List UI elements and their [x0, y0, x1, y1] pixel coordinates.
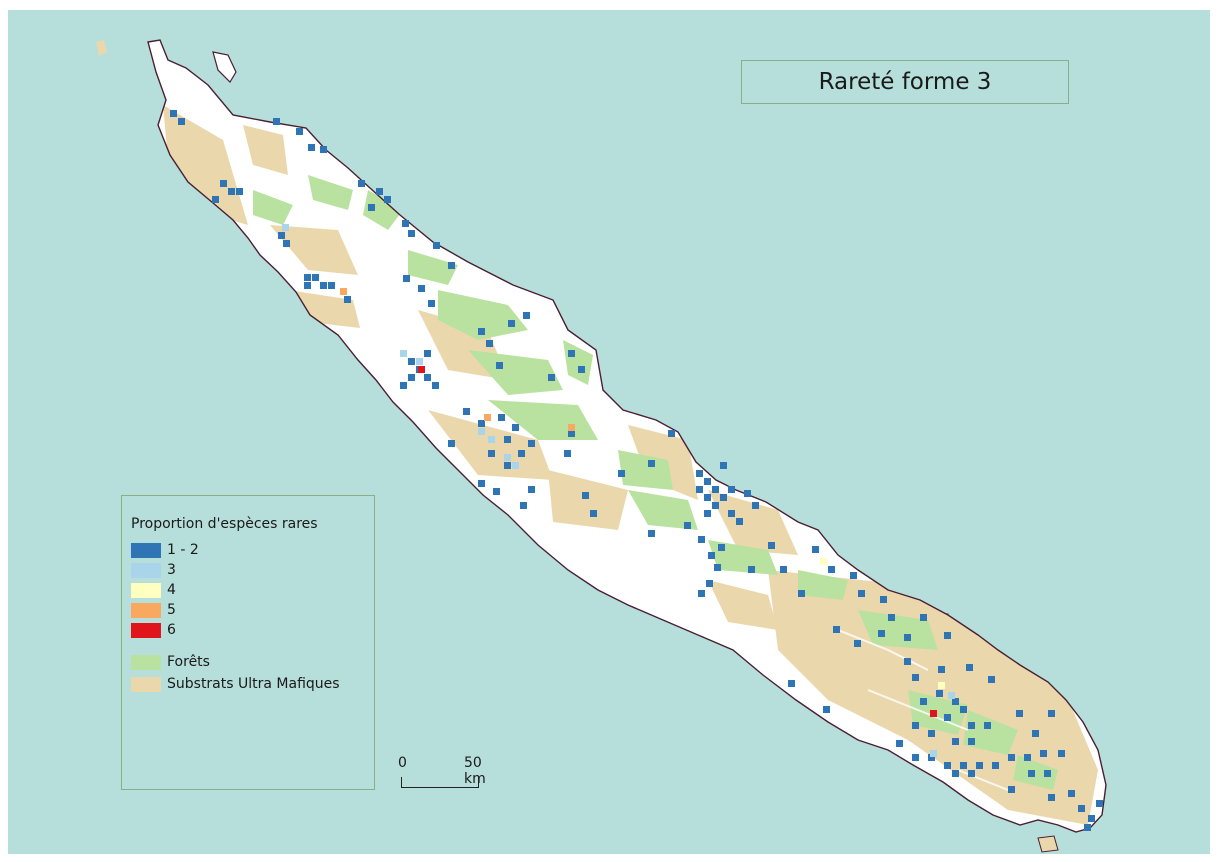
legend-label: 1 - 2 — [167, 542, 199, 558]
legend-label: Forêts — [167, 654, 210, 670]
legend-swatch — [131, 602, 161, 618]
scale-bar: 0 50 km — [398, 755, 498, 795]
legend-item-class-1-2: 1 - 2 — [131, 542, 199, 558]
legend-label: 4 — [167, 582, 176, 598]
legend-item-ultramafic: Substrats Ultra Mafiques — [131, 676, 340, 692]
islet — [212, 51, 237, 83]
legend-swatch — [131, 622, 161, 638]
rarity-cells-class-4 — [820, 558, 945, 689]
legend-label: 3 — [167, 562, 176, 578]
legend-item-class-4: 4 — [131, 582, 176, 598]
scale-start-label: 0 — [398, 755, 407, 771]
legend-swatch — [131, 676, 161, 692]
rarity-cells-class-1-2 — [170, 110, 1103, 831]
rarity-cells-class-6 — [418, 366, 937, 717]
legend-label: 5 — [167, 602, 176, 618]
legend-swatch — [131, 542, 161, 558]
legend-label: Substrats Ultra Mafiques — [167, 676, 340, 692]
map-frame[interactable]: Rareté forme 3 Proportion d'espèces rare… — [8, 10, 1210, 854]
legend-label: 6 — [167, 622, 176, 638]
map-title: Rareté forme 3 — [741, 60, 1069, 104]
legend: Proportion d'espèces rares 1 - 2 3 4 5 6… — [121, 495, 375, 790]
rarity-cells-class-3 — [282, 224, 955, 757]
legend-title: Proportion d'espèces rares — [131, 516, 318, 532]
legend-swatch — [131, 582, 161, 598]
scale-bar-line — [401, 777, 479, 788]
legend-item-class-6: 6 — [131, 622, 176, 638]
legend-swatch — [131, 562, 161, 578]
legend-item-class-5: 5 — [131, 602, 176, 618]
legend-item-class-3: 3 — [131, 562, 176, 578]
legend-item-forests: Forêts — [131, 654, 210, 670]
islet — [1037, 835, 1059, 853]
map-title-text: Rareté forme 3 — [818, 69, 992, 95]
rarity-cells-class-5 — [340, 288, 575, 431]
legend-swatch — [131, 654, 161, 670]
islet — [96, 40, 107, 56]
scale-end-label: 50 km — [464, 755, 486, 787]
